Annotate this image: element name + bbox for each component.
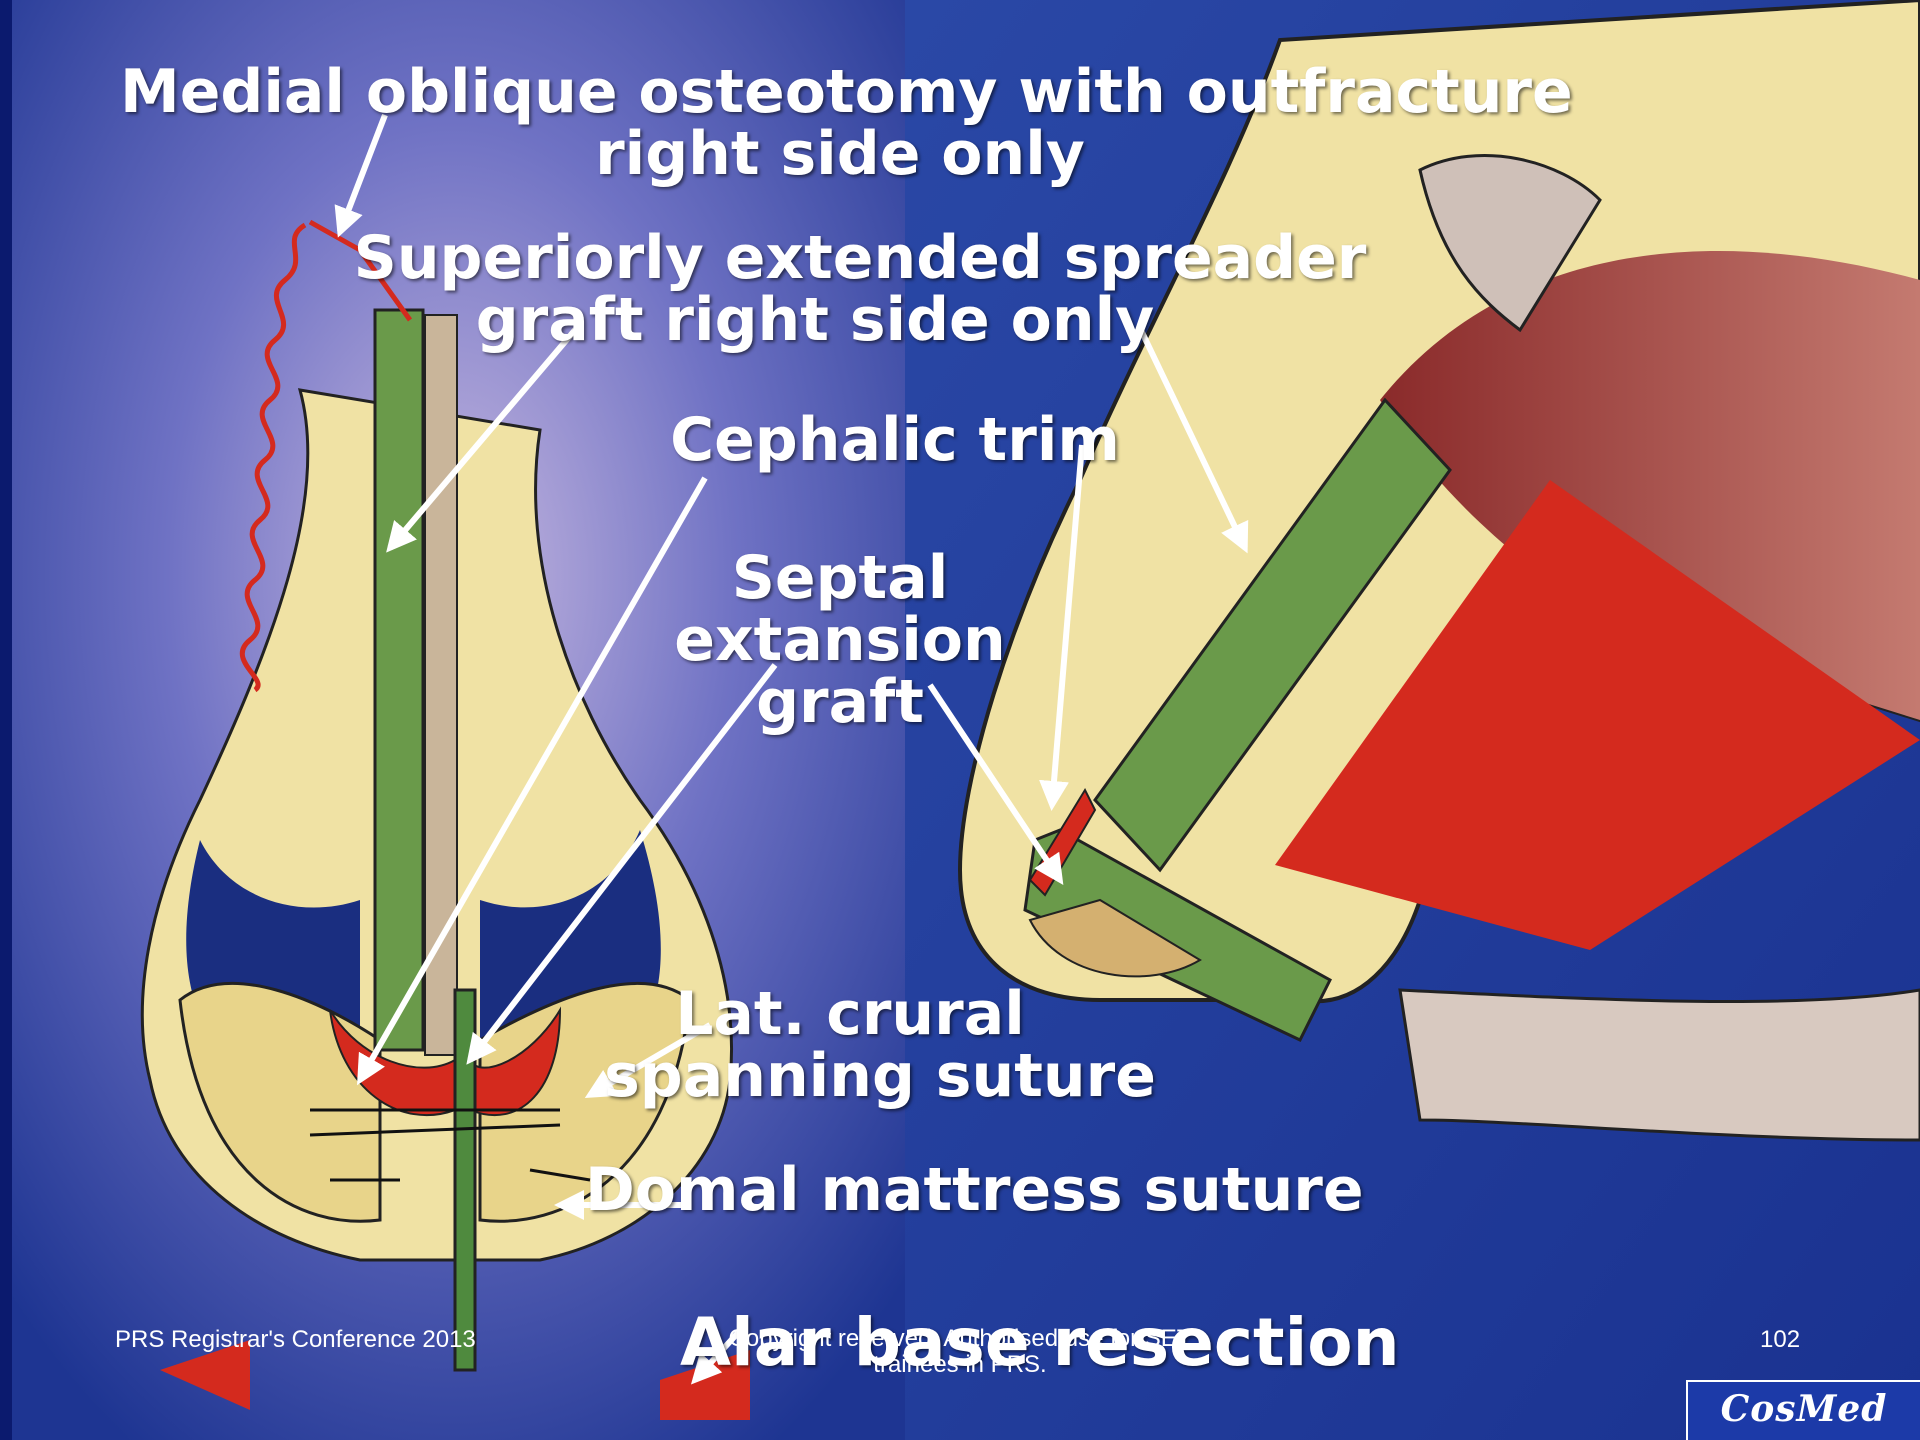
cephalic-trim-label: Cephalic trim xyxy=(560,410,1230,470)
page-number: 102 xyxy=(1760,1326,1800,1354)
crural-label-line1: Lat. crural xyxy=(560,984,1200,1044)
septal-extension-label: Septal extansion graft xyxy=(600,548,1080,732)
domal-suture-label: Domal mattress suture xyxy=(585,1160,1445,1220)
osteotomy-label-line1: Medial oblique osteotomy with outfractur… xyxy=(120,62,1560,122)
bone-speckled xyxy=(1400,990,1920,1140)
septal-label-line3: graft xyxy=(600,672,1080,732)
spreader-label-line1: Superiorly extended spreader xyxy=(250,228,1470,288)
copyright-footer: Copyright reserved. Authorised use for S… xyxy=(640,1326,1280,1379)
osteotomy-label: Medial oblique osteotomy with outfractur… xyxy=(120,62,1560,184)
spreader-graft-green xyxy=(375,310,423,1050)
logo-text: CosMed xyxy=(1688,1388,1920,1430)
copyright-line1: Copyright reserved. Authorised use for S… xyxy=(640,1326,1280,1352)
copyright-line2: trainees in PRS. xyxy=(640,1352,1280,1378)
crural-suture-label: Lat. crural spanning suture xyxy=(560,984,1200,1106)
septal-label-line1: Septal xyxy=(600,548,1080,608)
osteotomy-label-line2: right side only xyxy=(120,124,1560,184)
septal-label-line2: extansion xyxy=(600,610,1080,670)
conference-footer: PRS Registrar's Conference 2013 xyxy=(115,1326,476,1354)
left-border xyxy=(0,0,12,1440)
spreader-label: Superiorly extended spreader graft right… xyxy=(250,228,1470,350)
septal-extension-strip xyxy=(455,990,475,1370)
cosmed-logo: CosMed xyxy=(1686,1380,1920,1440)
spreader-label-line2: graft right side only xyxy=(250,290,1470,350)
crural-label-line2: spanning suture xyxy=(560,1046,1200,1106)
